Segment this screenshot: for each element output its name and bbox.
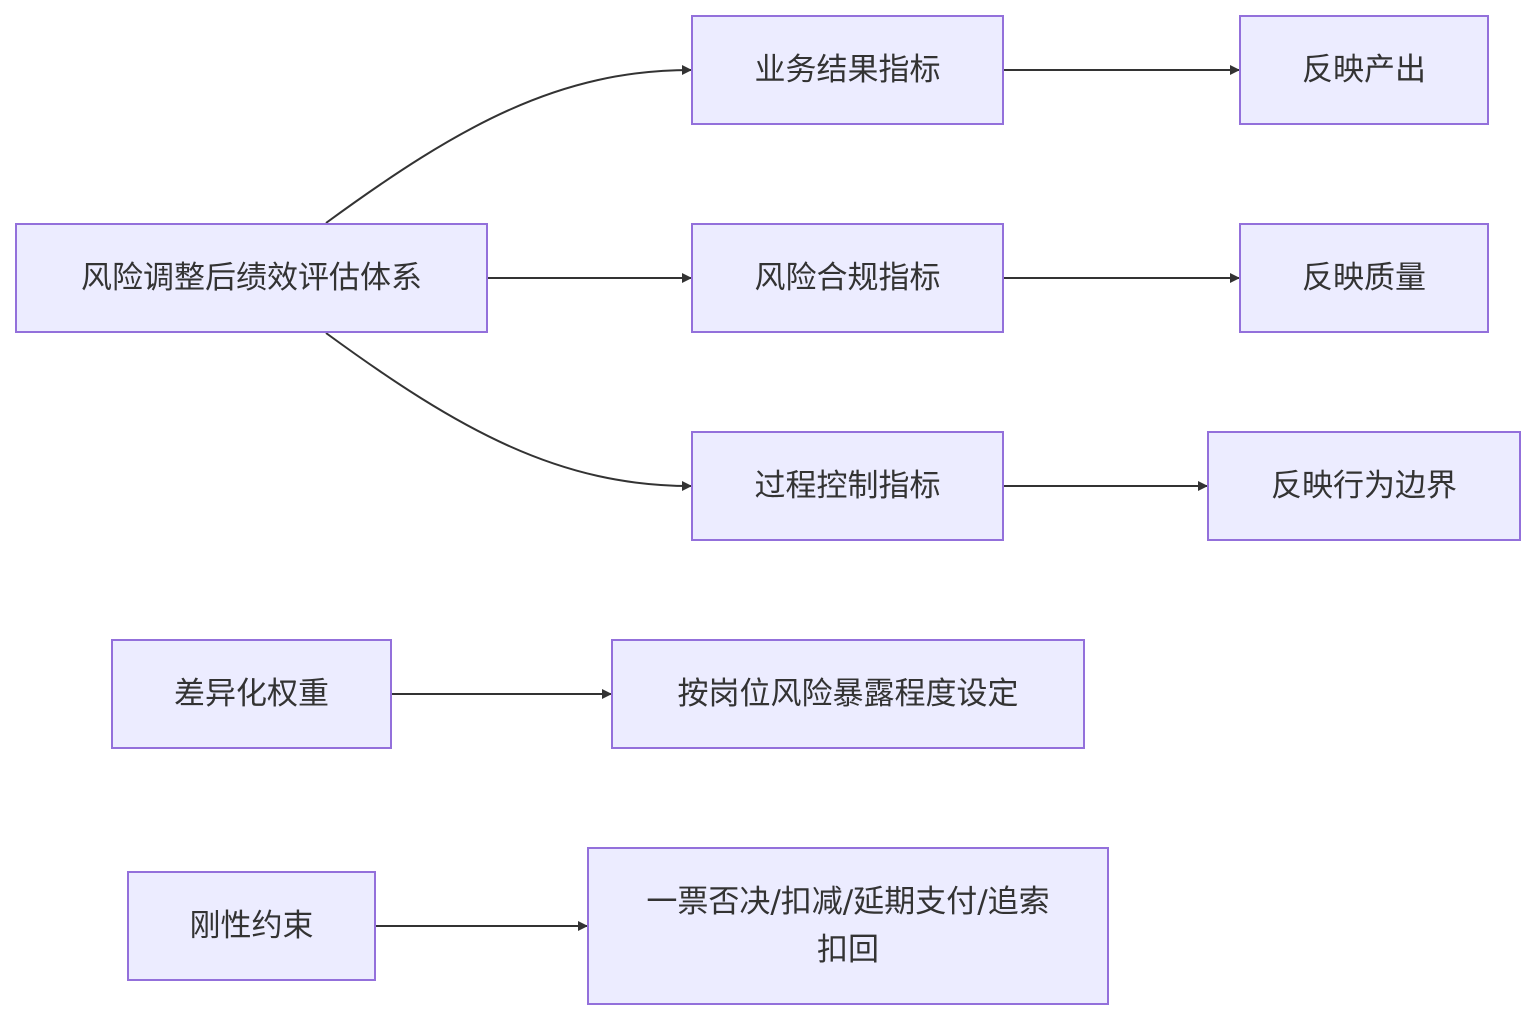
node-label: 过程控制指标 (754, 468, 941, 504)
node-label: 一票否决/扣减/延期支付/追索扣回 (646, 884, 1050, 968)
node-process-control-indicators: 过程控制指标 (691, 431, 1004, 541)
node-veto-deduct-defer-clawback: 一票否决/扣减/延期支付/追索扣回 (587, 847, 1109, 1005)
node-label: 差异化权重 (174, 676, 329, 712)
node-reflects-behavior-boundary: 反映行为边界 (1207, 431, 1521, 541)
node-risk-compliance-indicators: 风险合规指标 (691, 223, 1004, 333)
node-label: 反映行为边界 (1271, 468, 1457, 504)
node-set-by-position-risk-exposure: 按岗位风险暴露程度设定 (611, 639, 1085, 749)
node-label: 刚性约束 (189, 908, 314, 944)
edge-root-to-process (325, 332, 692, 491)
node-label: 反映质量 (1302, 260, 1426, 296)
node-label: 反映产出 (1302, 52, 1426, 88)
node-rigid-constraints: 刚性约束 (127, 871, 376, 981)
node-label: 风险合规指标 (754, 260, 941, 296)
node-differentiated-weights: 差异化权重 (111, 639, 392, 749)
node-label: 按岗位风险暴露程度设定 (677, 676, 1019, 712)
node-risk-adjusted-performance-system: 风险调整后绩效评估体系 (15, 223, 488, 333)
edge-root-to-business (325, 65, 692, 224)
node-reflects-output: 反映产出 (1239, 15, 1489, 125)
node-label: 业务结果指标 (754, 52, 941, 88)
node-reflects-quality: 反映质量 (1239, 223, 1489, 333)
node-business-result-indicators: 业务结果指标 (691, 15, 1004, 125)
node-label: 风险调整后绩效评估体系 (81, 260, 422, 296)
